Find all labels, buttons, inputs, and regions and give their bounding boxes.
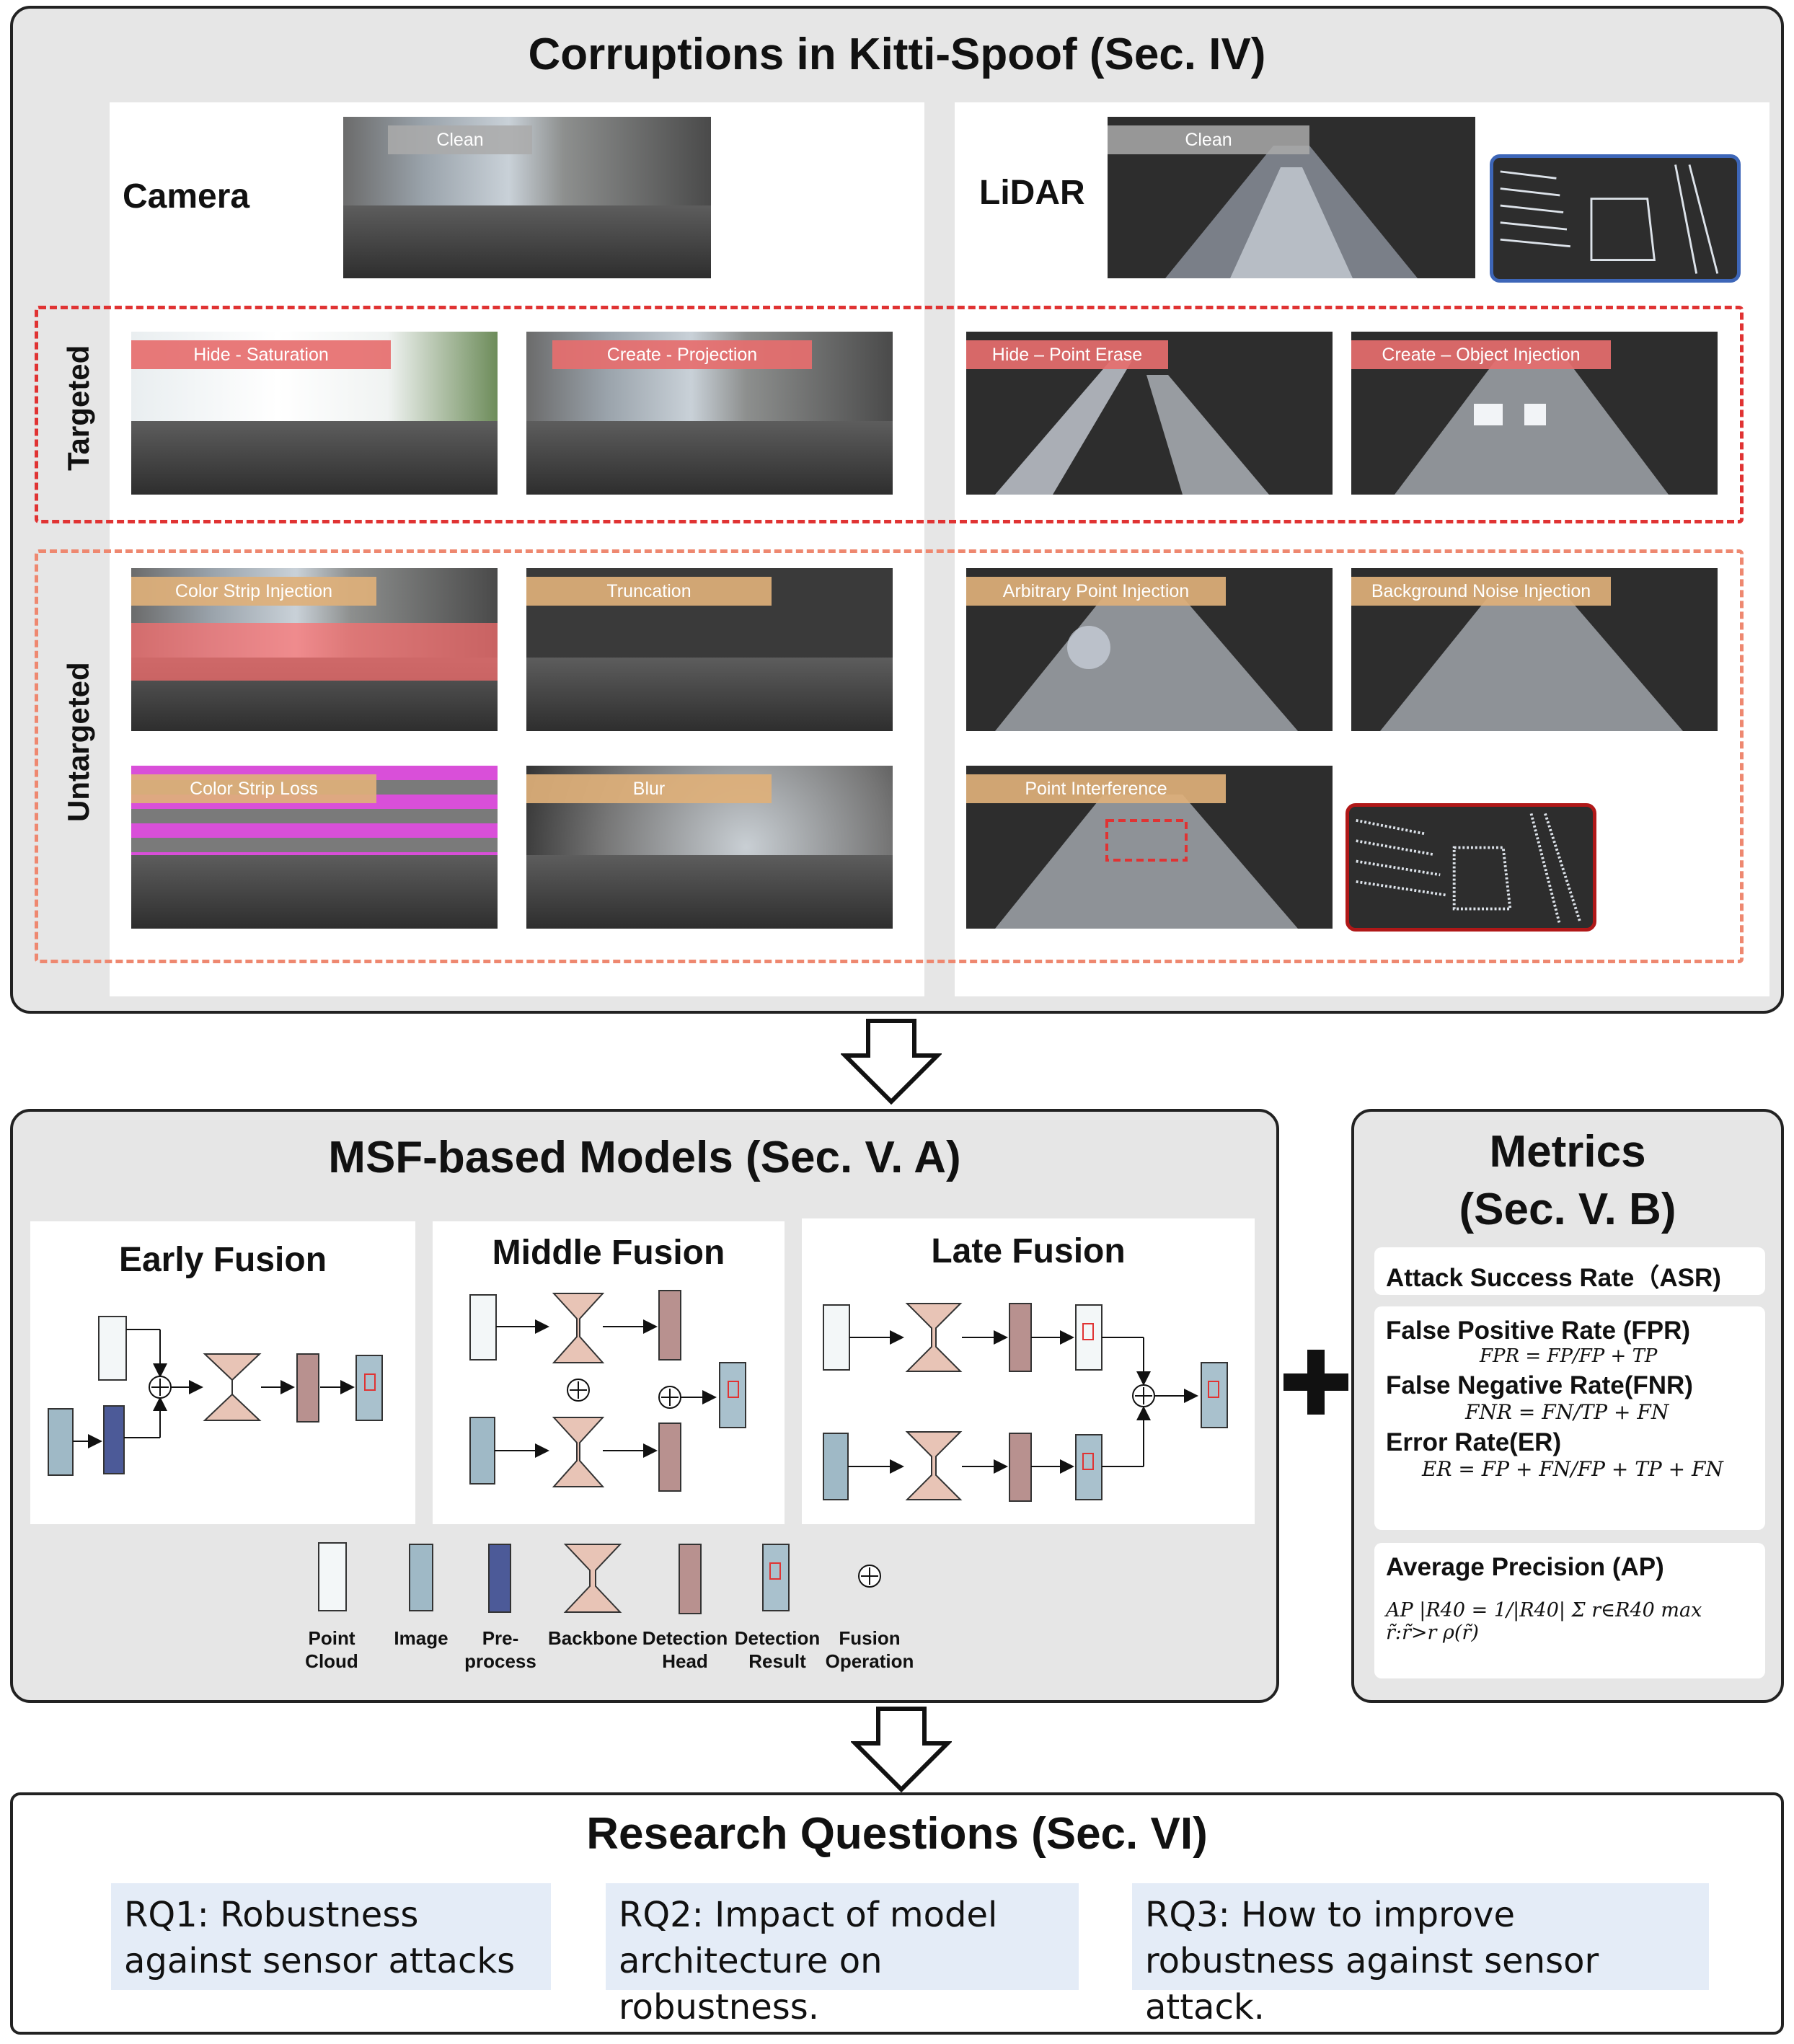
truncation-tag: Truncation [526, 577, 772, 606]
hide-saturation-image: Hide - Saturation [131, 332, 498, 495]
detection-head-icon [679, 1544, 702, 1614]
image-icon [409, 1544, 433, 1611]
object-injection-image: Create – Object Injection [1351, 332, 1718, 495]
metrics-title-2: (Sec. V. B) [1459, 1185, 1676, 1234]
fnr-label: False Negative Rate(FNR) [1386, 1371, 1693, 1399]
metrics-title-1: Metrics [1489, 1127, 1646, 1177]
background-noise-injection-image: Background Noise Injection [1351, 568, 1718, 731]
preprocess-icon [488, 1544, 511, 1613]
down-arrow-1 [841, 1019, 942, 1105]
create-projection-tag: Create - Projection [552, 340, 812, 369]
er-label: Error Rate(ER) [1386, 1428, 1562, 1456]
lidar-label: LiDAR [979, 174, 1085, 212]
middle-fusion-title: Middle Fusion [492, 1234, 725, 1272]
untargeted-label: Untargeted [61, 662, 95, 822]
backbone-icon [563, 1544, 622, 1613]
camera-label: Camera [123, 177, 250, 216]
er-formula: ER = FP + FN/FP + TP + FN [1422, 1457, 1723, 1481]
point-cloud-icon [318, 1542, 347, 1611]
fnr-formula: FNR = FN/TP + FN [1465, 1400, 1669, 1424]
early-fusion-diagram [48, 1316, 383, 1476]
early-fusion-title: Early Fusion [118, 1241, 327, 1279]
corruptions-title: Corruptions in Kitti-Spoof (Sec. IV) [528, 30, 1266, 79]
models-title: MSF-based Models (Sec. V. A) [328, 1133, 961, 1182]
late-fusion-title: Late Fusion [931, 1232, 1126, 1270]
middle-fusion-box: Middle Fusion [433, 1221, 785, 1524]
late-fusion-diagram [823, 1303, 1228, 1502]
clean-lidar-tag: Clean [1108, 125, 1309, 154]
point-interference-tag: Point Interference [966, 774, 1226, 803]
fusion-operation-icon [858, 1565, 881, 1588]
truncation-image: Truncation [526, 568, 893, 731]
down-arrow-2 [851, 1707, 952, 1792]
clean-lidar-image: Clean [1108, 117, 1475, 278]
color-strip-loss-tag: Color Strip Loss [131, 774, 376, 803]
untargeted-box [35, 549, 1744, 963]
create-projection-image: Create - Projection [526, 332, 893, 495]
legend-icons [318, 1542, 881, 1614]
targeted-box [35, 306, 1744, 523]
lidar-zoom-inset [1490, 154, 1741, 283]
point-interference-zoom [1346, 803, 1596, 932]
rq2-box: RQ2: Impact of model architecture on rob… [606, 1883, 1079, 2027]
late-fusion-box: Late Fusion [802, 1218, 1255, 1524]
targeted-label: Targeted [61, 345, 95, 471]
plus-icon [1283, 1350, 1348, 1415]
arbitrary-point-injection-image: Arbitrary Point Injection [966, 568, 1333, 731]
legend-preprocess: Pre-process [464, 1627, 536, 1672]
hide-saturation-tag: Hide - Saturation [131, 340, 391, 369]
ap-box: Average Precision (AP) AP |R40 = 1/|R40|… [1374, 1543, 1765, 1678]
point-erase-image: Hide – Point Erase [966, 332, 1333, 495]
rq3-box: RQ3: How to improve robustness against s… [1132, 1883, 1709, 2027]
color-strip-injection-tag: Color Strip Injection [131, 577, 376, 606]
background-noise-injection-tag: Background Noise Injection [1351, 577, 1611, 606]
fpr-formula: FPR = FP/FP + TP [1480, 1345, 1658, 1367]
legend-backbone: Backbone [548, 1627, 638, 1649]
early-fusion-box: Early Fusion [30, 1221, 415, 1524]
color-strip-injection-image: Color Strip Injection [131, 568, 498, 731]
rates-box: False Positive Rate (FPR) FPR = FP/FP + … [1374, 1306, 1765, 1530]
detection-result-icon [762, 1544, 790, 1611]
ap-label: Average Precision (AP) [1386, 1553, 1664, 1581]
blur-tag: Blur [526, 774, 772, 803]
arbitrary-point-injection-tag: Arbitrary Point Injection [966, 577, 1226, 606]
object-injection-tag: Create – Object Injection [1351, 340, 1611, 369]
legend-image: Image [394, 1627, 448, 1649]
point-interference-image: Point Interference [966, 766, 1333, 929]
asr-label: Attack Success Rate（ASR) [1386, 1264, 1721, 1292]
color-strip-loss-image: Color Strip Loss [131, 766, 498, 929]
blur-image: Blur [526, 766, 893, 929]
ap-formula: AP |R40 = 1/|R40| Σ r∈R40 max r̃:r̃>r ρ(… [1386, 1599, 1702, 1644]
research-title: Research Questions (Sec. VI) [586, 1809, 1208, 1859]
point-erase-tag: Hide – Point Erase [966, 340, 1168, 369]
middle-fusion-diagram [469, 1290, 746, 1492]
rq1-box: RQ1: Robustness against sensor attacks [111, 1883, 551, 1990]
asr-box: Attack Success Rate（ASR) [1374, 1247, 1765, 1295]
clean-camera-image: Clean [343, 117, 711, 278]
fpr-label: False Positive Rate (FPR) [1386, 1317, 1691, 1345]
clean-camera-tag: Clean [388, 125, 532, 154]
